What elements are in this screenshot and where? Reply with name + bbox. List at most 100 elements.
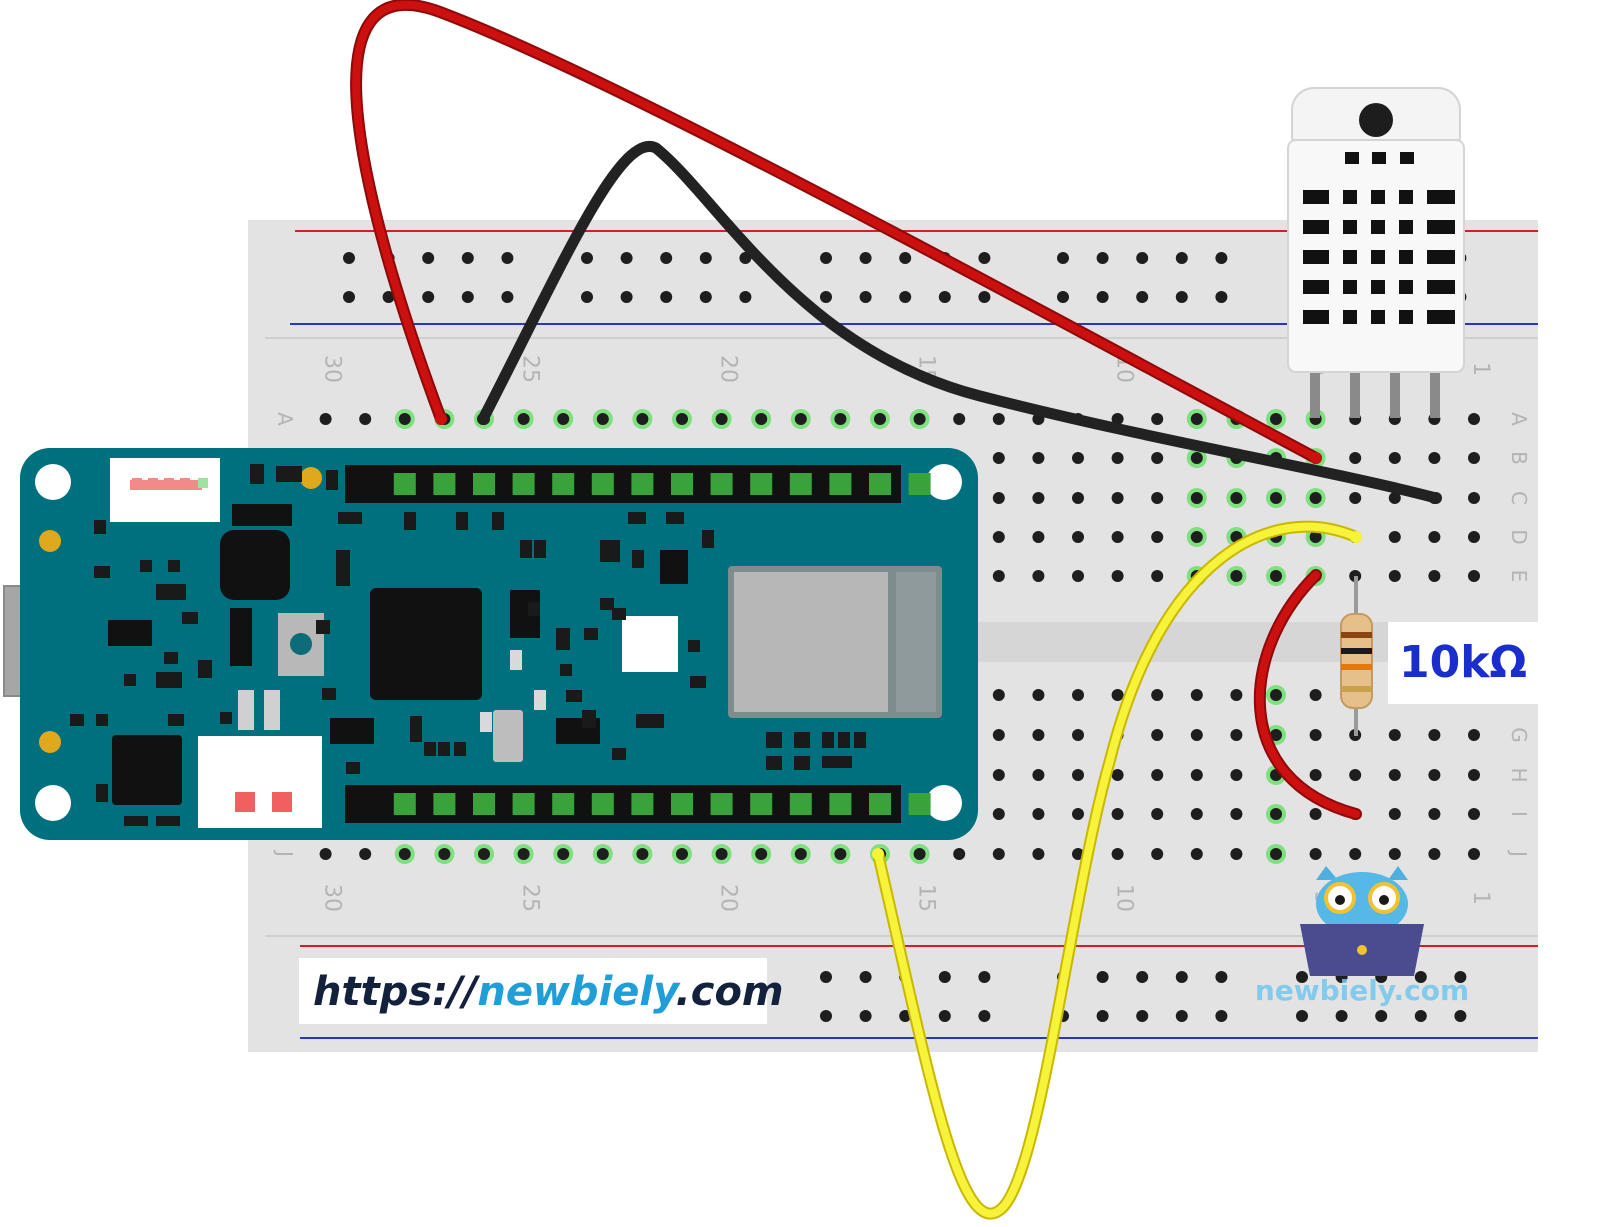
breadboard-hole [1032,848,1045,860]
breadboard-hole [992,689,1005,701]
breadboard-hole [1072,452,1084,464]
rail-hole [1454,1010,1467,1022]
breadboard-hole [715,413,728,425]
resistor-label-box [1388,622,1538,704]
url-watermark-box [299,958,767,1024]
breadboard-hole [1151,452,1164,464]
wire-end-red [435,413,447,425]
header-pin [512,473,535,495]
header-pin [710,793,733,815]
breadboard-hole [913,413,926,425]
smd-component [316,620,330,634]
column-number-label: 30 [320,355,345,383]
header-pin [869,793,891,815]
rail-hole [1057,252,1069,264]
breadboard-hole [1111,848,1124,860]
header-pin [671,793,693,815]
breadboard-hole [1190,808,1203,820]
crypto-chip [112,735,182,805]
breadboard-hole [1428,531,1441,543]
wire-jumper-red [1255,571,1360,818]
breadboard-hole [1388,848,1401,860]
row-letter-label: G [1507,727,1531,743]
header-pin [908,473,931,495]
row-letter-label: D [1507,529,1531,544]
breadboard-hole [1428,769,1441,781]
rail-hole [699,291,712,303]
rail-hole [1136,252,1149,264]
breadboard-hole [1309,689,1322,701]
column-number-label: 1 [1468,891,1493,905]
smd-inductor [238,690,254,730]
ic-chip [330,718,374,744]
breadboard-hole [1468,492,1480,504]
smd-component [566,690,582,702]
breadboard-hole [1190,492,1203,504]
breadboard-hole [1349,492,1362,504]
grille-slot [1345,152,1359,164]
row-letter-label: B [1507,451,1531,465]
breadboard-hole [1151,848,1164,860]
owl-ears [1316,866,1408,880]
smd-component [94,566,110,578]
resistor-band-1 [1341,632,1372,638]
smd-component [410,716,422,742]
wires [350,0,1442,1220]
grille-slot [1399,190,1413,204]
smd-component [628,512,646,524]
sensor-leg-3 [1390,368,1400,418]
breadboard-hole [992,492,1005,504]
header-pin [789,793,812,815]
smd-capacitor [534,690,546,710]
rail-hole [899,252,912,264]
breadboard-hole [1428,570,1441,582]
breadboard-hole [992,452,1005,464]
rail-hole [859,1010,872,1022]
smd-component [702,530,714,548]
smd-component [424,742,436,756]
breadboard-hole [557,413,570,425]
laptop-logo [1357,945,1367,955]
breadboard-hole [1309,769,1322,781]
breadboard-hole [1230,808,1243,820]
breadboard-hole [359,413,372,425]
breadboard-hole [1309,808,1322,820]
breadboard-hole [1230,769,1243,781]
rail-hole [620,291,633,303]
breadboard-hole [1468,452,1480,464]
smd-component [70,714,84,726]
row-letter-label: C [1507,491,1531,505]
breadboard-hole [359,848,372,860]
breadboard-hole [1190,848,1203,860]
rail-hole [620,252,633,264]
rail-hole [1096,291,1109,303]
breadboard-hole [992,531,1005,543]
smd-component [688,640,700,652]
column-number-label: 30 [320,884,345,912]
smd-component [96,784,108,802]
resistor-label: 10kΩ [1399,637,1527,688]
grille-slot [1303,190,1329,204]
smd-component [220,712,232,724]
header-pin [552,473,575,495]
breadboard-hole [874,413,886,425]
smd-component [822,732,834,748]
rail-hole [1375,1010,1388,1022]
grille-slot [1343,280,1357,294]
smd-component [520,540,532,558]
rail-hole [1296,971,1308,983]
smd-component [794,756,810,770]
breadboard-hole [1111,689,1124,701]
rail-hole [343,252,355,264]
breadboard-hole [1428,808,1441,820]
column-number-label: 20 [716,884,741,912]
breadboard-hole [636,413,649,425]
rail-hole [938,291,951,303]
rail-hole [1096,1010,1109,1022]
breadboard-hole [398,848,411,860]
rail-hole [820,1010,832,1022]
breadboard-hole [1190,452,1203,464]
smd-capacitor [510,650,522,670]
breadboard-hole [953,413,966,425]
